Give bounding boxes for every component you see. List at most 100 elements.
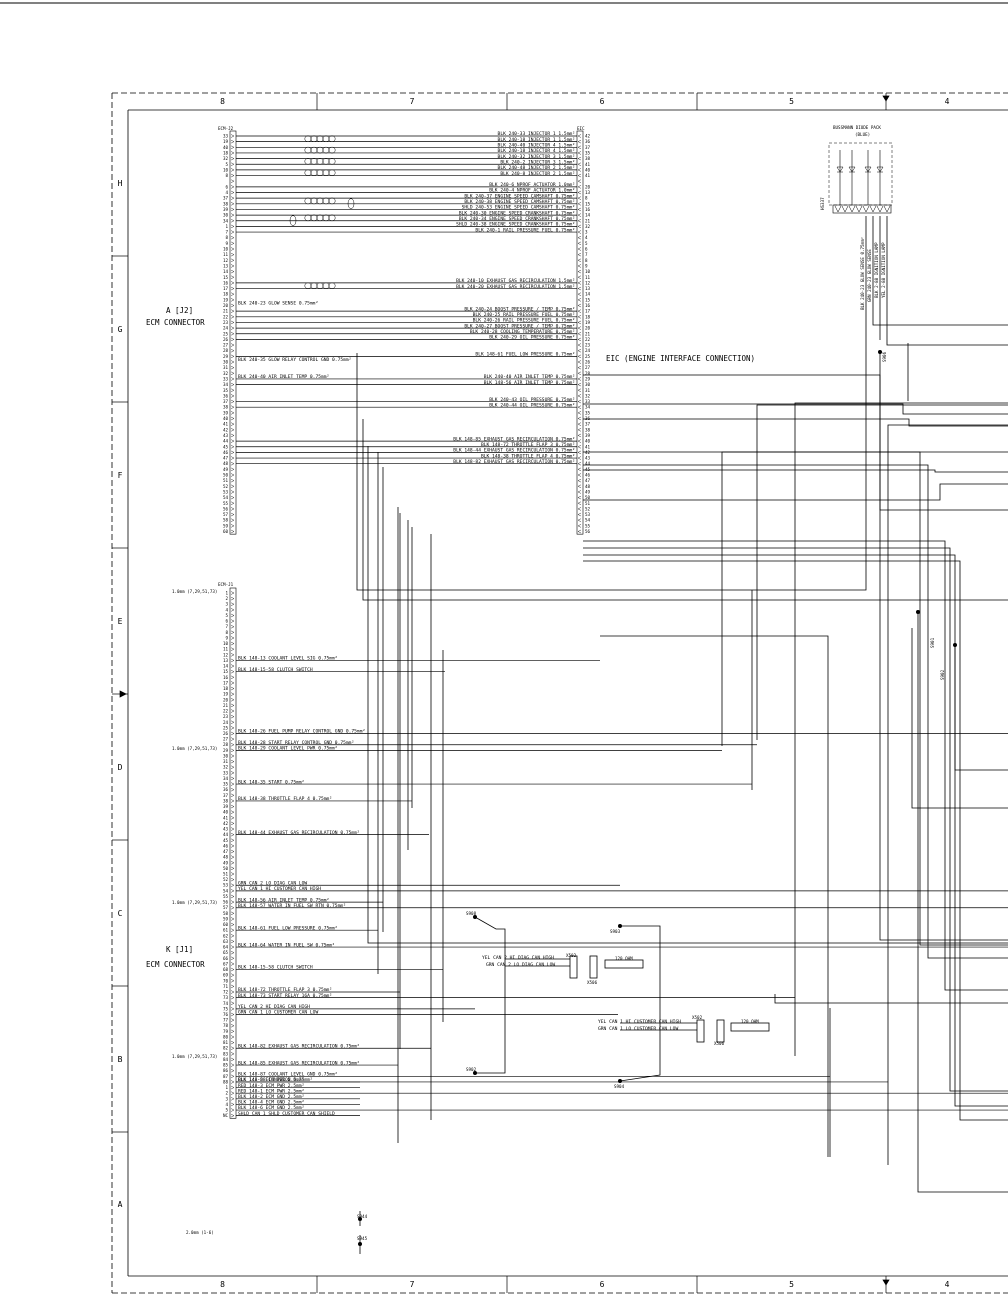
j1-pin-number: 34: [223, 776, 229, 781]
eic-pin-number: 36: [585, 139, 591, 144]
j2-wire-label: BLK 148-61 FUEL LOW PRESSURE 0.75mm²: [475, 352, 575, 358]
twist-loop: [304, 197, 312, 205]
j2-pin-number: 18: [223, 150, 229, 155]
eic-pin-number: 46: [585, 473, 591, 478]
j2-pin-mark: [230, 241, 235, 246]
j1-pin-number: 9: [225, 635, 228, 640]
route-eic-11: [583, 560, 1008, 1121]
j1-pin-number: 68: [223, 967, 229, 972]
j2-pin-number: 30: [223, 360, 229, 365]
eic-pin-number: 27: [585, 365, 591, 370]
frame-arrow: [882, 1279, 890, 1286]
j2-pin-mark: [230, 445, 235, 449]
j1-pin-mark: [230, 827, 235, 831]
j1-pin-number: 60: [223, 922, 229, 927]
route-coolant-pwr: [721, 451, 1008, 746]
j2-pin-mark: [230, 190, 235, 195]
j1-wire-label: BLK 148-82 EXHAUST GAS RECIRCULATION 0.7…: [238, 1043, 360, 1049]
eic-pin-number: 9: [585, 263, 588, 268]
j1-pin-mark: [230, 596, 235, 601]
frame-arrow: [882, 95, 890, 102]
eic-pin-mark: [577, 286, 582, 291]
j1-pin-number: 67: [223, 961, 229, 966]
eic-pin-mark: [577, 445, 582, 449]
eic-pin-mark: [577, 162, 582, 166]
route-glow-sense: [356, 352, 867, 591]
j2-wire-label: BLK 240-48 INJECTOR 2 1.5mm²: [498, 165, 575, 171]
eic-pin-mark: [577, 343, 582, 347]
j2-pin-mark: [230, 320, 235, 325]
j1-pin-number: 10: [223, 641, 229, 646]
j1-pin-number: 14: [223, 664, 229, 669]
j2-pin-mark: [230, 315, 235, 319]
j1-pin-number: 1: [225, 1085, 228, 1090]
route-ignition: [887, 424, 1008, 1165]
j1-pin-number: 29: [223, 748, 229, 753]
eic-pin-mark: [577, 484, 582, 488]
j1-pin-number: 38: [223, 798, 229, 803]
j1-pin-mark: [230, 759, 235, 764]
j2-pin-mark: [230, 326, 235, 330]
eic-pin-number: 50: [585, 495, 591, 500]
route-eic-3: [583, 418, 1008, 427]
twist-loop: [316, 146, 324, 154]
j1-pin-mark: [230, 1074, 235, 1078]
j1-pin-number: 8: [225, 630, 228, 635]
j2-wire-label: BLK 240-25 RAIL PRESSURE FUEL 0.75mm²: [473, 312, 575, 318]
j1-pin-mark: [230, 1029, 235, 1034]
eic-pin-mark: [577, 349, 582, 353]
eic-pin-number: 20: [585, 326, 591, 331]
zone-row-H: H: [118, 179, 123, 188]
route-start-relay-16a: [794, 402, 1008, 1056]
j2-wire-label: BLK 240-2 INJECTOR 3 1.5mm²: [500, 159, 575, 165]
j2-pin-number: 8: [225, 235, 228, 240]
eic-pin-number: 42: [585, 134, 591, 139]
j1-pin-mark: [230, 1063, 235, 1067]
twist-loop: [316, 169, 324, 176]
ecm-j2-connector: ECM-J2 EIC A [J2] ECM CONNECTOR EIC (ENG…: [146, 126, 755, 535]
j1-pin-number: 61: [223, 928, 229, 933]
j1-wire-label: BLK 148-6 ECM GND 2.5mm²: [238, 1105, 304, 1111]
eic-pin-mark: [577, 382, 582, 387]
ecm-j2-header: ECM-J2: [218, 126, 234, 131]
eic-pin-number: 35: [585, 150, 591, 155]
j1-pin-number: 28: [223, 742, 229, 747]
j1-wire-label: BLK 148-87 COOLANT LEVEL GND 0.75mm²: [238, 1072, 338, 1078]
eic-pin-mark: [577, 512, 582, 517]
splice-dot: [472, 915, 477, 920]
j2-title-1: A [J2]: [166, 306, 193, 315]
eic-pin-mark: [577, 416, 582, 421]
eic-pin-number: 47: [585, 478, 591, 483]
j1-pin-number: 1: [225, 591, 228, 596]
j2-pin-mark: [230, 365, 235, 370]
eic-pin-number: 24: [585, 348, 591, 353]
j1-pin-mark: [230, 731, 235, 736]
eic-pin-mark: [577, 354, 582, 359]
j1-pin-mark: [230, 1018, 235, 1022]
eic-pin-mark: [577, 439, 582, 443]
j2-wire-label: BLK 240-26 RAIL PRESSURE FUEL 0.75mm²: [473, 318, 575, 324]
j1-wire-label: BLK 148-2 ECM GND 2.5mm²: [238, 1094, 304, 1100]
eic-pin-number: 12: [585, 280, 591, 285]
j1-pin-mark: [230, 984, 235, 989]
j2-wire-label: BLK 148-72 THROTTLE FLAP 3 0.75mm²: [481, 442, 575, 448]
eic-pin-mark: [577, 524, 582, 528]
diode-symbol: [836, 166, 844, 173]
diode-wire-2: GRN 240-23 GLOW SENSE: [867, 249, 872, 302]
eic-pin-mark: [577, 315, 582, 319]
j1-pin-mark: [230, 956, 235, 960]
j2-pin-mark: [230, 473, 235, 477]
j1-pin-mark: [230, 1069, 235, 1073]
j1-pin-mark: [230, 754, 235, 758]
j1-pin-mark: [230, 855, 235, 859]
j1-pin-number: 5: [225, 1108, 228, 1113]
j1-pin-number: 44: [223, 832, 229, 837]
eic-pin-mark: [577, 428, 582, 432]
j2-pin-mark: [230, 281, 235, 285]
j1-pin-mark: [230, 973, 235, 977]
diode-pin: [834, 205, 842, 213]
diode-pin: [876, 205, 884, 213]
j2-wire-label: BLK 240-33 INJECTOR 1 1.5mm²: [498, 131, 575, 137]
j2-wire-label: BLK 240-1 RAIL PRESSURE FUEL 0.75mm²: [475, 227, 575, 233]
j2-wire-label: BLK 240-43 OIL PRESSURE 0.75mm²: [489, 397, 575, 403]
